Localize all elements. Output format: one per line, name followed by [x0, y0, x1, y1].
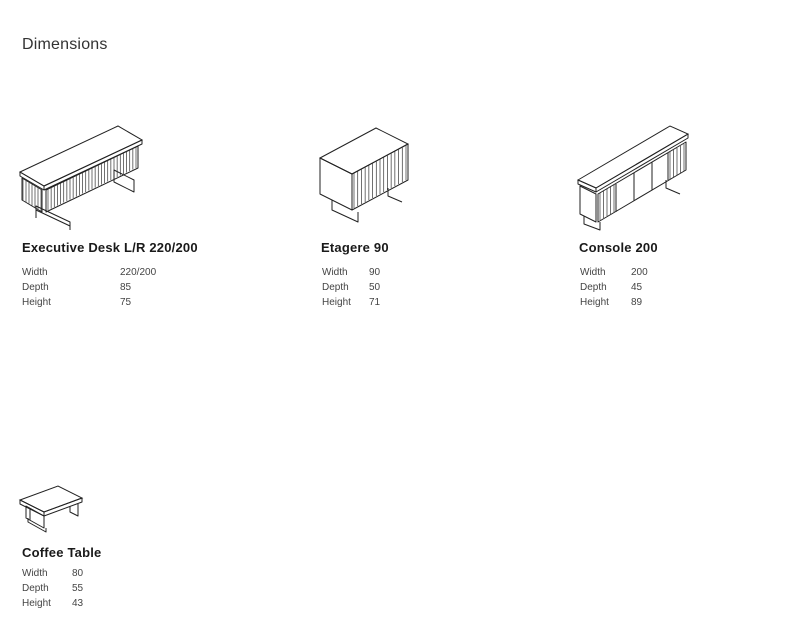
- spec-row-height: Height 43: [22, 596, 83, 611]
- spec-label: Depth: [580, 282, 607, 293]
- spec-label: Width: [322, 267, 348, 278]
- spec-table: Width 80 Depth 55 Height 43: [22, 566, 83, 611]
- spec-label: Width: [22, 568, 48, 579]
- spec-value: 200: [631, 267, 648, 278]
- page-title: Dimensions: [22, 36, 108, 53]
- spec-row-width: Width 220/200: [22, 265, 156, 280]
- product-name: Etagere 90: [321, 240, 389, 255]
- spec-row-width: Width 80: [22, 566, 83, 581]
- spec-row-depth: Depth 50: [322, 280, 380, 295]
- spec-label: Height: [322, 297, 351, 308]
- spec-label: Width: [22, 267, 48, 278]
- spec-row-width: Width 90: [322, 265, 380, 280]
- spec-row-width: Width 200: [580, 265, 648, 280]
- spec-table: Width 220/200 Depth 85 Height 75: [22, 265, 156, 310]
- spec-row-depth: Depth 45: [580, 280, 648, 295]
- spec-value: 45: [631, 282, 643, 293]
- spec-value: 85: [120, 282, 132, 293]
- spec-value: 220/200: [120, 267, 157, 278]
- product-name: Console 200: [579, 240, 658, 255]
- spec-row-height: Height 75: [22, 295, 156, 310]
- console-drawing: [576, 125, 690, 231]
- spec-value: 89: [631, 297, 643, 308]
- spec-value: 80: [72, 568, 84, 579]
- spec-table: Width 90 Depth 50 Height 71: [322, 265, 380, 310]
- spec-label: Depth: [322, 282, 349, 293]
- spec-row-depth: Depth 85: [22, 280, 156, 295]
- spec-row-height: Height 71: [322, 295, 380, 310]
- executive-desk-drawing: [18, 125, 144, 230]
- product-name: Executive Desk L/R 220/200: [22, 240, 198, 255]
- spec-label: Depth: [22, 583, 49, 594]
- spec-value: 75: [120, 297, 132, 308]
- spec-row-depth: Depth 55: [22, 581, 83, 596]
- spec-row-height: Height 89: [580, 295, 648, 310]
- spec-value: 55: [72, 583, 84, 594]
- spec-label: Depth: [22, 282, 49, 293]
- spec-table: Width 200 Depth 45 Height 89: [580, 265, 648, 310]
- spec-label: Height: [580, 297, 609, 308]
- spec-value: 43: [72, 598, 84, 609]
- spec-label: Height: [22, 297, 51, 308]
- spec-value: 71: [369, 297, 381, 308]
- spec-label: Width: [580, 267, 606, 278]
- etagere-drawing: [318, 127, 410, 223]
- coffee-table-drawing: [18, 485, 84, 533]
- spec-label: Height: [22, 598, 51, 609]
- spec-value: 90: [369, 267, 381, 278]
- spec-value: 50: [369, 282, 381, 293]
- product-name: Coffee Table: [22, 545, 102, 560]
